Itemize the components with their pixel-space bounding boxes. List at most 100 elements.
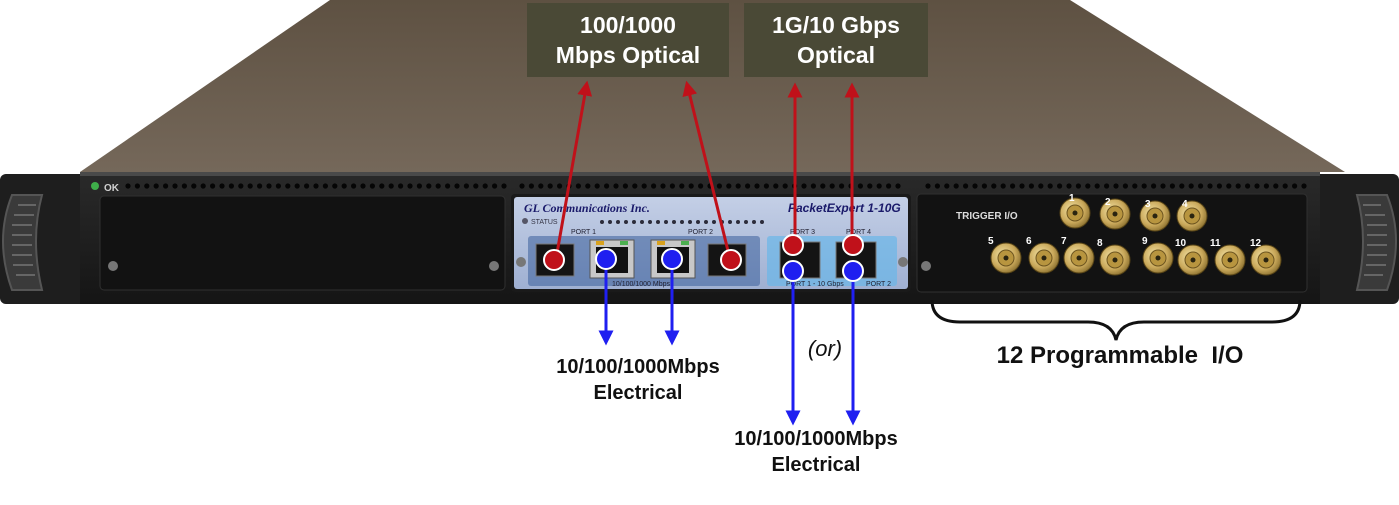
sma-connector-8 bbox=[1099, 244, 1131, 276]
vent-hole bbox=[688, 183, 694, 189]
vent-hole bbox=[726, 183, 732, 189]
vent-hole bbox=[1254, 183, 1260, 189]
port-label-1: PORT 1 bbox=[571, 229, 596, 236]
vent-hole bbox=[820, 183, 826, 189]
vent-hole bbox=[360, 183, 366, 189]
label-electrical-right-line1: 10/100/1000Mbps bbox=[734, 428, 898, 450]
vent-hole bbox=[886, 183, 892, 189]
vent-hole bbox=[1104, 183, 1110, 189]
vent-hole bbox=[660, 183, 666, 189]
ok-led bbox=[91, 182, 99, 190]
callout-optical-1000: 100/1000 Mbps Optical bbox=[527, 3, 729, 77]
vent-hole bbox=[1188, 183, 1194, 189]
connector-number-10: 10 bbox=[1175, 238, 1187, 249]
vent-hole bbox=[801, 183, 807, 189]
vent-hole bbox=[1226, 183, 1232, 189]
sma-connector-11 bbox=[1214, 244, 1246, 276]
vent-hole bbox=[1075, 183, 1081, 189]
vent-hole bbox=[773, 183, 779, 189]
vent-hole bbox=[1160, 183, 1166, 189]
vent-hole bbox=[351, 183, 357, 189]
screw bbox=[108, 261, 118, 271]
vent-hole bbox=[247, 183, 253, 189]
vent-hole bbox=[528, 183, 535, 189]
vent-hole bbox=[416, 183, 422, 189]
connector-number-2: 2 bbox=[1105, 197, 1111, 208]
vent-hole bbox=[867, 183, 873, 189]
speed-label-right-a: PORT 1 - 10 Gbps bbox=[786, 281, 844, 288]
vent-hole bbox=[172, 183, 178, 189]
vent-hole bbox=[1066, 183, 1072, 189]
vent-hole bbox=[876, 183, 882, 189]
label-electrical-left-line1: 10/100/1000Mbps bbox=[556, 356, 720, 378]
vent-hole bbox=[575, 183, 582, 189]
vent-hole bbox=[398, 183, 404, 189]
vent-hole bbox=[594, 183, 600, 189]
vent-hole bbox=[557, 183, 563, 189]
module-dot bbox=[736, 220, 740, 224]
vent-hole bbox=[1000, 183, 1006, 189]
vent-hole bbox=[604, 183, 610, 189]
module-dot bbox=[704, 220, 708, 224]
label-electrical-left: 10/100/1000Mbps Electrical bbox=[528, 354, 748, 406]
vent-hole bbox=[1038, 183, 1044, 189]
connector-number-1: 1 bbox=[1069, 193, 1075, 204]
sma-connector-7 bbox=[1063, 242, 1095, 274]
vent-hole bbox=[622, 183, 629, 189]
vent-hole bbox=[313, 183, 319, 189]
port-label-2: PORT 2 bbox=[688, 229, 713, 236]
connector-number-4: 4 bbox=[1182, 199, 1188, 210]
vent-hole bbox=[1282, 183, 1288, 189]
module-dot bbox=[656, 220, 660, 224]
sma-connector-4 bbox=[1176, 200, 1208, 232]
callout-optical-10g-line1: 1G/10 Gbps bbox=[772, 12, 900, 38]
vent-hole bbox=[991, 183, 997, 189]
io-brace bbox=[930, 299, 1302, 341]
label-electrical-right: 10/100/1000Mbps Electrical bbox=[706, 426, 926, 478]
port-bay-left bbox=[528, 236, 760, 286]
model-label: PacketExpert 1-10G bbox=[788, 201, 901, 215]
vent-hole bbox=[163, 183, 169, 189]
vent-hole bbox=[538, 183, 544, 189]
left-handle-grip bbox=[12, 204, 36, 276]
status-label: STATUS bbox=[531, 219, 558, 226]
vent-hole bbox=[445, 183, 451, 189]
vent-hole bbox=[839, 183, 845, 189]
vent-hole bbox=[585, 183, 591, 189]
vent-hole bbox=[492, 183, 498, 189]
vent-hole bbox=[857, 183, 864, 189]
vent-hole bbox=[219, 183, 225, 189]
module-dot bbox=[744, 220, 748, 224]
vent-hole bbox=[294, 183, 300, 189]
vent-hole bbox=[669, 183, 676, 189]
port-label-3: PORT 3 bbox=[790, 229, 815, 236]
brand-label: GL Communications Inc. bbox=[524, 201, 650, 215]
vent-hole bbox=[1207, 183, 1213, 189]
sma-connector-1 bbox=[1059, 197, 1091, 229]
vent-hole bbox=[285, 183, 291, 189]
vent-hole bbox=[810, 183, 817, 189]
vent-hole bbox=[972, 183, 978, 189]
sma-connector-9 bbox=[1142, 242, 1174, 274]
screw bbox=[516, 257, 526, 267]
optical-arrow-2 bbox=[682, 80, 732, 260]
vent-hole bbox=[1301, 183, 1307, 189]
electrical-arrows bbox=[598, 260, 861, 426]
vent-hole bbox=[632, 183, 638, 189]
vent-hole bbox=[322, 183, 328, 189]
sma-connector-10 bbox=[1177, 244, 1209, 276]
vent-row bbox=[125, 183, 1307, 189]
port-label-4: PORT 4 bbox=[846, 229, 871, 236]
screw bbox=[898, 257, 908, 267]
vent-hole bbox=[125, 183, 131, 189]
vent-hole bbox=[144, 183, 150, 189]
screw bbox=[489, 261, 499, 271]
vent-hole bbox=[407, 183, 413, 189]
module-dot-row bbox=[600, 220, 764, 224]
vent-hole bbox=[454, 183, 460, 189]
module-dot bbox=[632, 220, 636, 224]
label-electrical-right-line2: Electrical bbox=[771, 454, 861, 476]
